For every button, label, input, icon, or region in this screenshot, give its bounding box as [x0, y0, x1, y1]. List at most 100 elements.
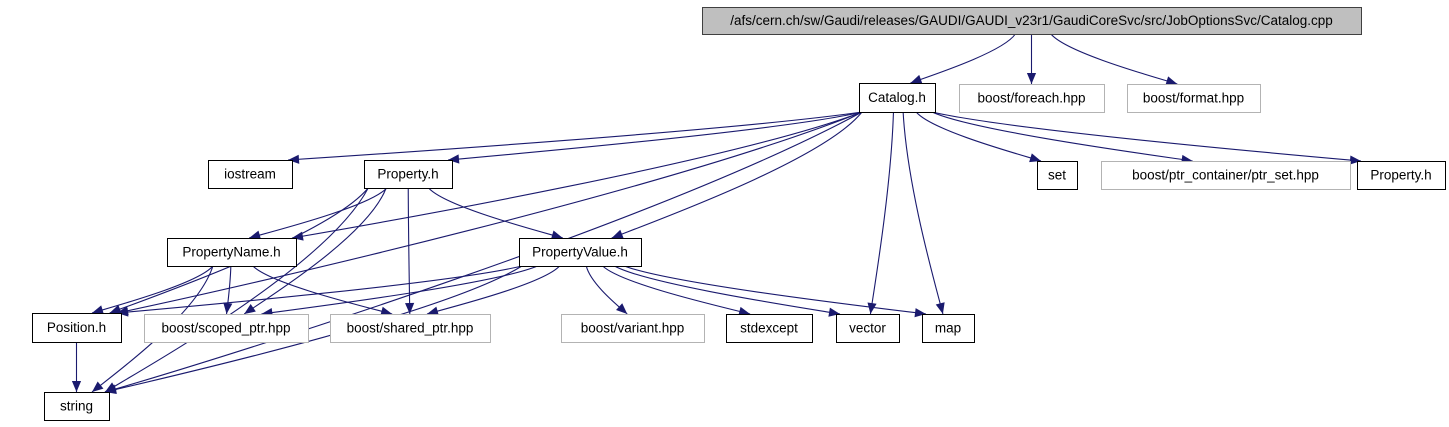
node-label-propertyname: PropertyName.h — [182, 245, 280, 260]
edge-arrowhead — [405, 302, 415, 314]
edge-propertyvalue-to-scoped_ptr — [261, 265, 538, 315]
edge-arrowhead — [616, 303, 628, 314]
edge-catalog_h-to-iostream — [287, 111, 863, 161]
node-label-ptr_set: boost/ptr_container/ptr_set.hpp — [1132, 168, 1319, 183]
node-propertyname[interactable]: PropertyName.h — [167, 238, 297, 267]
node-box-ptr_set[interactable] — [1101, 161, 1351, 190]
node-shared_ptr[interactable]: boost/shared_ptr.hpp — [330, 314, 491, 343]
node-position_h[interactable]: Position.h — [32, 313, 122, 343]
node-box-set[interactable] — [1037, 161, 1078, 190]
node-label-iostream: iostream — [224, 167, 276, 182]
edge-arrowhead — [1029, 153, 1041, 163]
node-scoped_ptr[interactable]: boost/scoped_ptr.hpp — [144, 314, 309, 343]
node-label-stdexcept: stdexcept — [740, 321, 798, 336]
node-label-variant: boost/variant.hpp — [581, 321, 685, 336]
edge-catalog_h-to-property_h2 — [931, 111, 1362, 162]
node-box-vector[interactable] — [836, 314, 900, 343]
edge-catalog_h-to-position_h — [116, 111, 863, 314]
edge-propertyvalue-to-vector — [614, 265, 841, 315]
edge-catalog_h-to-set — [915, 111, 1042, 162]
edge-propertyvalue-to-string — [104, 265, 523, 393]
node-label-property_h2: Property.h — [1370, 168, 1431, 183]
edge-arrowhead — [935, 302, 945, 314]
edge-arrowhead — [249, 230, 261, 240]
node-foreach[interactable]: boost/foreach.hpp — [959, 84, 1105, 113]
edge-catalog_h-to-vector — [869, 111, 895, 315]
edge-arrowhead — [867, 302, 877, 314]
edge-property_h-to-propertyvalue — [428, 187, 563, 239]
edge-root-to-catalog_h — [910, 33, 1016, 84]
node-box-root[interactable] — [702, 7, 1362, 35]
edge-propertyvalue-to-shared_ptr — [426, 265, 561, 315]
edge-arrowhead — [1026, 73, 1037, 84]
edge-propertyname-to-shared_ptr — [252, 265, 393, 315]
edge-root-to-format — [1050, 33, 1178, 85]
node-box-string[interactable] — [44, 392, 110, 421]
edge-arrowhead — [611, 229, 624, 239]
edge-property_h-to-propertyname — [249, 187, 388, 239]
node-format[interactable]: boost/format.hpp — [1127, 84, 1261, 113]
edge-catalog_h-to-property_h — [447, 111, 863, 161]
edge-arrowhead — [550, 230, 563, 240]
node-catalog_h[interactable]: Catalog.h — [859, 83, 936, 113]
edge-property_h-to-scoped_ptr — [243, 187, 387, 315]
node-iostream[interactable]: iostream — [208, 160, 293, 189]
node-label-vector: vector — [849, 321, 886, 336]
node-label-scoped_ptr: boost/scoped_ptr.hpp — [161, 321, 290, 336]
edge-catalog_h-to-ptr_set — [931, 111, 1193, 162]
node-property_h[interactable]: Property.h — [364, 160, 453, 189]
node-property_h2[interactable]: Property.h — [1357, 161, 1446, 190]
node-label-foreach: boost/foreach.hpp — [977, 91, 1085, 106]
edge-arrowhead — [223, 302, 233, 314]
node-ptr_set[interactable]: boost/ptr_container/ptr_set.hpp — [1101, 161, 1351, 190]
node-box-format[interactable] — [1127, 84, 1261, 113]
node-label-format: boost/format.hpp — [1143, 91, 1244, 106]
node-set[interactable]: set — [1037, 161, 1078, 190]
edge-arrowhead — [109, 304, 122, 314]
node-label-catalog_h: Catalog.h — [868, 90, 926, 105]
node-label-propertyvalue: PropertyValue.h — [532, 245, 628, 260]
node-root[interactable]: /afs/cern.ch/sw/Gaudi/releases/GAUDI/GAU… — [702, 7, 1362, 35]
edge-arrowhead — [92, 305, 104, 315]
node-box-foreach[interactable] — [959, 84, 1105, 113]
edge-property_h-to-string — [104, 187, 369, 393]
node-box-stdexcept[interactable] — [726, 314, 813, 343]
node-label-map: map — [935, 321, 961, 336]
node-propertyvalue[interactable]: PropertyValue.h — [519, 238, 642, 267]
edge-arrowhead — [105, 385, 117, 394]
edge-propertyvalue-to-map — [623, 265, 927, 315]
node-box-property_h2[interactable] — [1357, 161, 1446, 190]
node-box-shared_ptr[interactable] — [330, 314, 491, 343]
node-box-catalog_h[interactable] — [859, 83, 936, 113]
edge-catalog_h-to-propertyname — [291, 111, 863, 239]
edge-arrowhead — [380, 306, 393, 316]
edge-arrowhead — [738, 306, 751, 316]
node-box-scoped_ptr[interactable] — [144, 314, 309, 343]
node-label-shared_ptr: boost/shared_ptr.hpp — [347, 321, 474, 336]
edge-arrowhead — [448, 154, 460, 164]
edge-arrowhead — [71, 381, 82, 392]
node-box-iostream[interactable] — [208, 160, 293, 189]
node-label-position_h: Position.h — [47, 320, 106, 335]
node-label-string: string — [60, 399, 93, 414]
node-box-map[interactable] — [922, 314, 975, 343]
edge-catalog_h-to-map — [902, 111, 944, 315]
node-vector[interactable]: vector — [836, 314, 900, 343]
node-string[interactable]: string — [44, 392, 110, 421]
node-map[interactable]: map — [922, 314, 975, 343]
node-box-variant[interactable] — [561, 314, 705, 343]
node-variant[interactable]: boost/variant.hpp — [561, 314, 705, 343]
node-box-propertyvalue[interactable] — [519, 238, 642, 267]
node-box-property_h[interactable] — [364, 160, 453, 189]
edge-propertyvalue-to-stdexcept — [602, 265, 751, 315]
node-stdexcept[interactable]: stdexcept — [726, 314, 813, 343]
edge-arrowhead — [92, 381, 104, 392]
node-box-position_h[interactable] — [32, 313, 122, 343]
node-box-propertyname[interactable] — [167, 238, 297, 267]
edge-arrowhead — [288, 154, 300, 164]
edge-arrowhead — [1349, 155, 1361, 165]
edge-arrowhead — [910, 74, 923, 84]
edge-catalog_h-to-propertyvalue — [611, 111, 863, 239]
